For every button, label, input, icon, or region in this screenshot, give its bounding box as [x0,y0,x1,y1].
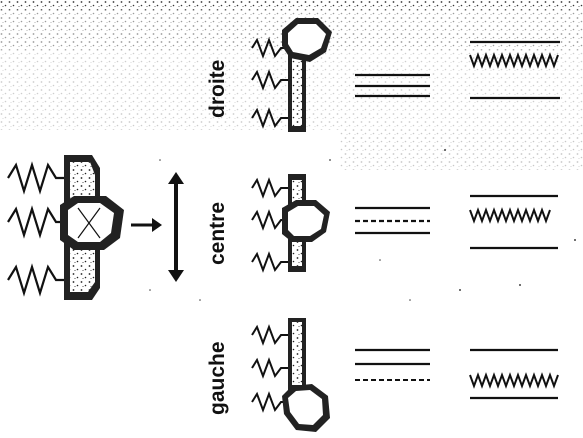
spring-icon [251,324,290,413]
assembly-centre [251,174,330,273]
spring-icon [7,161,68,297]
label-droite: droite [206,60,229,118]
spring-icon [251,37,290,129]
spring-icon [251,177,290,273]
arrow-right-icon [131,218,162,232]
waveform-droite [355,40,560,100]
waveform-gauche [355,348,559,400]
assembly-droite [251,18,332,132]
assembly-gauche [251,318,330,432]
up-down-arrow-icon [168,172,184,282]
label-centre: centre [206,202,229,265]
label-gauche: gauche [206,341,229,415]
main-assembly [7,155,124,300]
scan-specks [149,149,576,301]
waveform-centre [355,194,558,250]
